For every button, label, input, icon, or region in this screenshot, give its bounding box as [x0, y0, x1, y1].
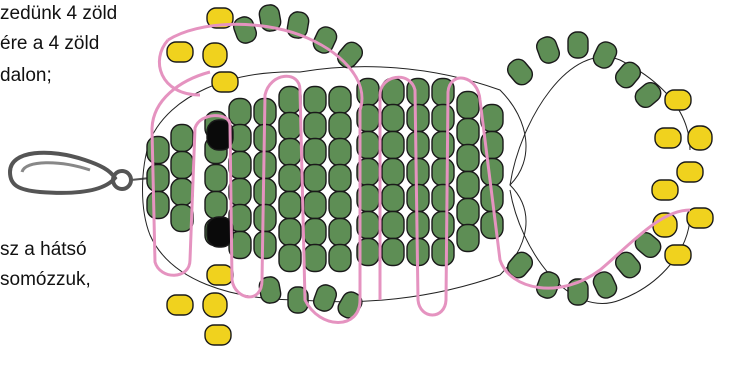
green-bead	[311, 282, 339, 313]
green-bead	[382, 105, 404, 132]
eye-bead	[207, 217, 233, 247]
green-bead	[382, 212, 404, 239]
yellow-bead	[203, 43, 227, 67]
green-bead	[171, 152, 193, 179]
green-bead	[304, 245, 326, 272]
yellow-bead	[652, 180, 678, 200]
green-bead	[568, 32, 588, 58]
thread-outline-path	[510, 57, 690, 185]
green-bead	[432, 239, 454, 266]
yellow-bead	[665, 245, 691, 265]
green-bead	[504, 249, 536, 282]
green-bead	[171, 179, 193, 206]
green-bead	[304, 165, 326, 192]
yellow-bead	[677, 162, 703, 182]
green-bead	[590, 39, 619, 71]
yellow-bead	[687, 208, 713, 228]
green-bead	[279, 113, 301, 140]
green-bead	[432, 159, 454, 186]
green-bead	[147, 137, 169, 164]
green-bead	[229, 152, 251, 179]
green-bead	[632, 79, 665, 111]
green-bead	[279, 87, 301, 114]
green-bead	[254, 232, 276, 259]
green-bead	[279, 165, 301, 192]
green-bead	[205, 165, 227, 192]
green-bead	[612, 59, 644, 92]
green-bead	[407, 105, 429, 132]
green-bead	[147, 165, 169, 192]
green-bead	[432, 105, 454, 132]
green-bead	[504, 56, 536, 89]
green-bead	[329, 219, 351, 246]
green-bead	[432, 185, 454, 212]
green-bead	[457, 92, 479, 119]
green-bead	[481, 159, 503, 186]
green-bead	[432, 132, 454, 159]
green-bead	[382, 239, 404, 266]
green-bead	[205, 192, 227, 219]
green-bead	[382, 185, 404, 212]
green-bead	[329, 87, 351, 114]
green-bead	[171, 125, 193, 152]
green-bead	[407, 132, 429, 159]
green-bead	[329, 192, 351, 219]
green-bead	[407, 159, 429, 186]
green-bead	[171, 205, 193, 232]
green-bead	[279, 139, 301, 166]
yellow-bead	[203, 293, 227, 317]
clasp-inner	[22, 163, 90, 172]
yellow-bead	[665, 90, 691, 110]
green-bead	[304, 87, 326, 114]
green-bead	[147, 192, 169, 219]
clasp-loop	[10, 153, 115, 193]
keyring-clasp-icon	[10, 153, 150, 193]
green-bead	[382, 132, 404, 159]
yellow-bead	[205, 325, 231, 345]
green-bead	[254, 205, 276, 232]
green-bead	[279, 192, 301, 219]
green-bead	[304, 113, 326, 140]
yellow-bead	[655, 128, 681, 148]
green-bead	[304, 139, 326, 166]
green-bead	[457, 199, 479, 226]
green-bead	[457, 119, 479, 146]
green-bead	[229, 99, 251, 126]
green-bead	[329, 139, 351, 166]
yellow-bead	[212, 72, 238, 92]
green-bead	[329, 113, 351, 140]
green-bead	[432, 212, 454, 239]
yellow-bead	[207, 265, 233, 285]
green-bead	[279, 245, 301, 272]
green-bead	[481, 212, 503, 239]
green-bead	[329, 165, 351, 192]
green-bead	[457, 172, 479, 199]
green-bead	[457, 225, 479, 252]
green-bead	[457, 145, 479, 172]
green-bead	[534, 34, 562, 65]
green-bead	[304, 192, 326, 219]
green-bead	[329, 245, 351, 272]
green-bead	[534, 269, 562, 300]
green-bead	[304, 219, 326, 246]
green-bead	[279, 219, 301, 246]
yellow-bead	[167, 42, 193, 62]
green-bead	[231, 14, 259, 45]
yellow-bead	[688, 126, 712, 150]
yellow-bead	[167, 295, 193, 315]
green-bead	[382, 159, 404, 186]
